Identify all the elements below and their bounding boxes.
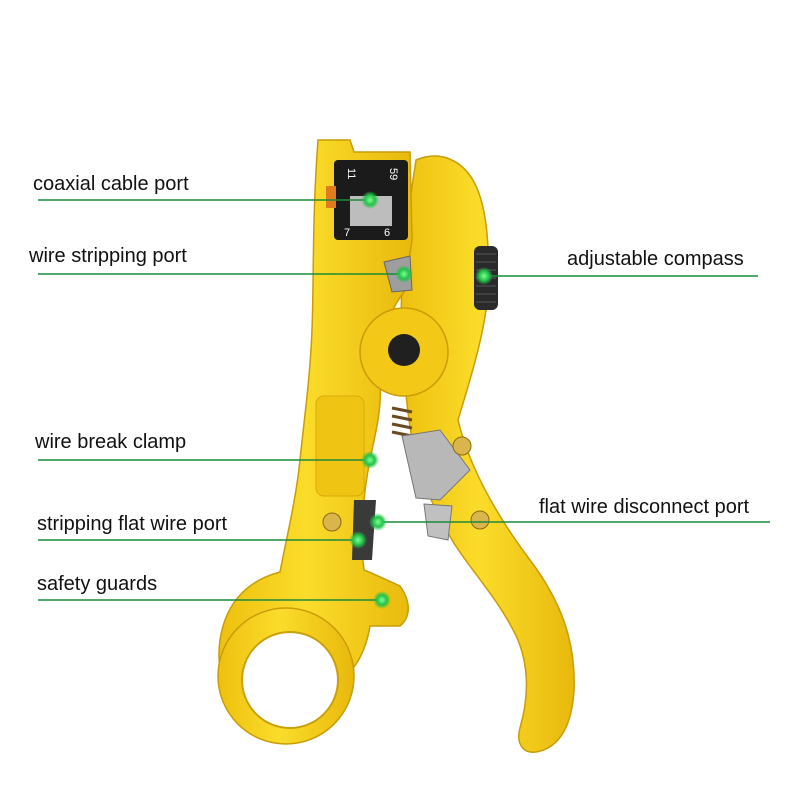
marker-wire-stripping [395,265,413,283]
spring [391,406,413,438]
die-pin [326,186,336,208]
left-flat-blade [352,500,376,560]
label-stripping-flat-wire-port: stripping flat wire port [37,513,228,535]
die-number-59: 59 [387,168,399,180]
label-safety-guards: safety guards [37,573,158,595]
label-coaxial-cable-port: coaxial cable port [33,173,189,195]
blade-screw-left [322,512,342,532]
label-adjustable-compass: adjustable compass [567,248,744,270]
marker-coaxial [361,191,379,209]
pivot-bolt [388,334,420,366]
marker-adjustable-compass [475,267,493,285]
marker-safety-guards [373,591,391,609]
handle-recess [315,395,365,497]
label-wire-stripping-port: wire stripping port [29,245,187,267]
marker-wire-break-clamp [361,451,379,469]
finger-ring-hole [241,631,339,729]
marker-stripping-flat-wire [349,531,367,549]
label-flat-wire-disconnect-port: flat wire disconnect port [539,496,750,518]
blade-screw-top [452,436,472,456]
label-wire-break-clamp: wire break clamp [35,431,187,453]
blade-screw-right [470,510,490,530]
die-number-11: 11 [345,168,357,179]
die-number-6: 6 [384,227,390,239]
die-number-7: 7 [344,227,350,239]
marker-flat-wire-disconnect [369,513,387,531]
